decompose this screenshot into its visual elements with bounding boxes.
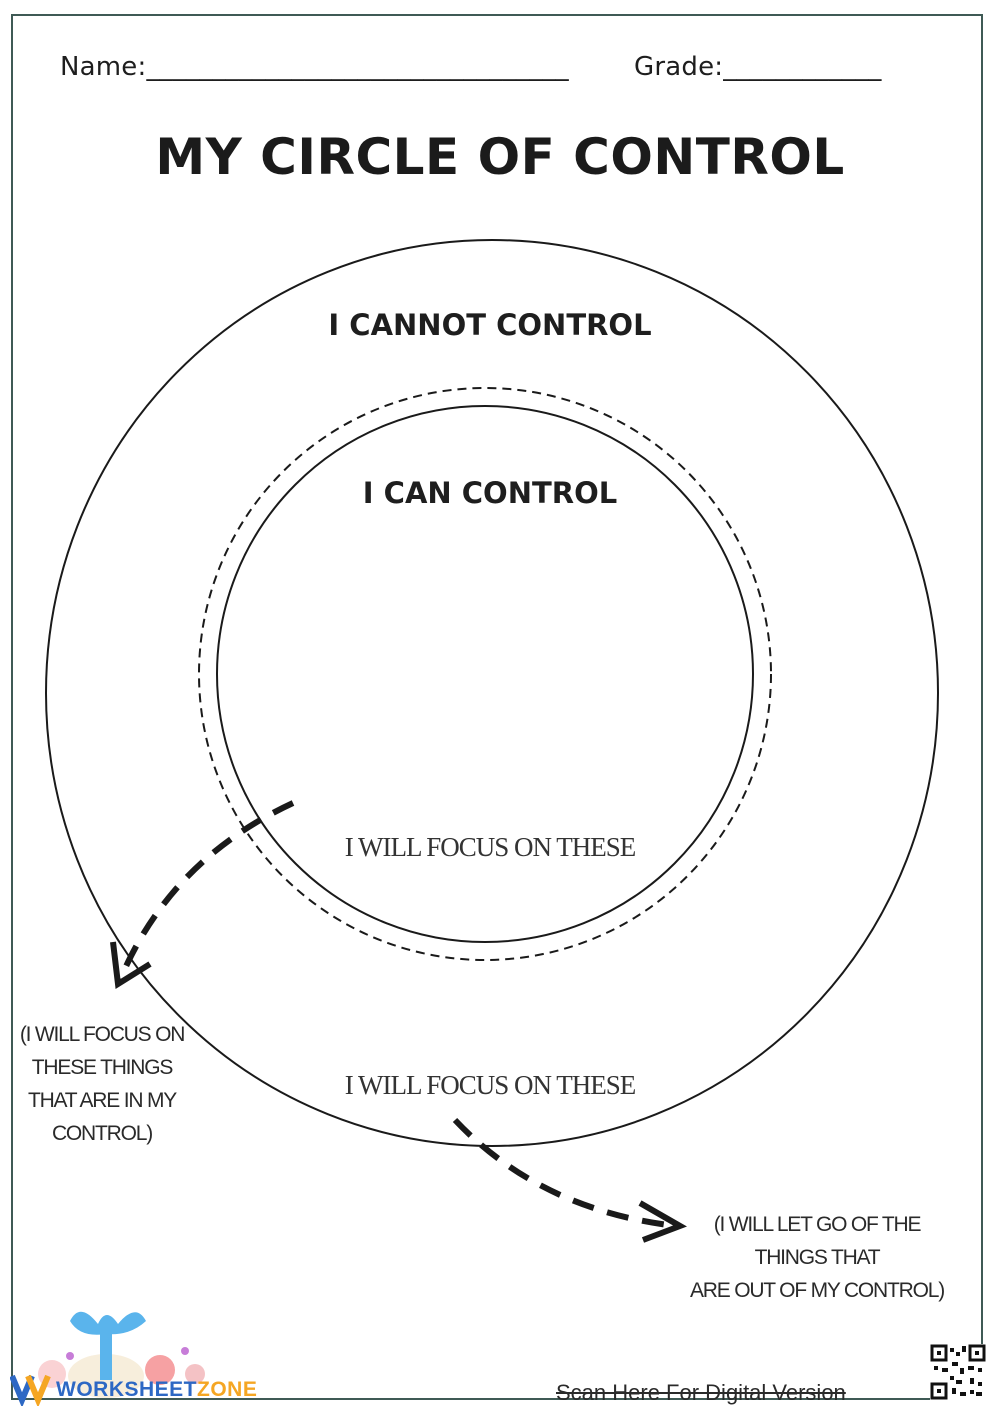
outer-focus-label: I WILL FOCUS ON THESE [344, 1070, 637, 1100]
right-note: (I WILL LET GO OF THE THINGS THAT ARE OU… [672, 1208, 962, 1307]
right-note-line: THINGS THAT [754, 1246, 881, 1269]
grade-field: Grade:____________ [634, 52, 882, 82]
outer-circle [45, 239, 939, 1147]
page-title: MY CIRCLE OF CONTROL [155, 128, 845, 186]
left-note-line: THAT ARE IN MY [27, 1089, 177, 1112]
logo-wordmark: WORKSHEETZONE [56, 1378, 257, 1402]
left-note-line: (I WILL FOCUS ON [19, 1023, 186, 1046]
logo-text-primary: WORKSHEET [56, 1378, 197, 1401]
left-note: (I WILL FOCUS ON THESE THINGS THAT ARE I… [12, 1018, 192, 1150]
worksheetzone-logo [10, 1311, 205, 1406]
scan-here-text: Scan Here For Digital Version [556, 1380, 846, 1405]
right-note-line: ARE OUT OF MY CONTROL) [689, 1279, 945, 1302]
outer-circle-label: I CANNOT CONTROL [328, 308, 652, 342]
page-border [11, 14, 983, 1400]
left-note-line: THESE THINGS [31, 1056, 174, 1079]
qr-code-icon[interactable] [930, 1344, 986, 1400]
left-note-line: CONTROL) [51, 1122, 153, 1145]
inner-circle [216, 405, 754, 943]
inner-circle-label: I CAN CONTROL [362, 476, 618, 510]
right-note-line: (I WILL LET GO OF THE [713, 1213, 922, 1236]
inner-focus-label: I WILL FOCUS ON THESE [344, 832, 637, 862]
dashed-circle [198, 387, 772, 961]
left-arrowhead [110, 941, 152, 990]
right-arrow [452, 1117, 677, 1229]
right-arrowhead [638, 1200, 687, 1243]
left-arrow [117, 800, 295, 982]
name-field: Name:________________________________ [60, 52, 569, 82]
logo-text-secondary: ZONE [197, 1378, 258, 1401]
